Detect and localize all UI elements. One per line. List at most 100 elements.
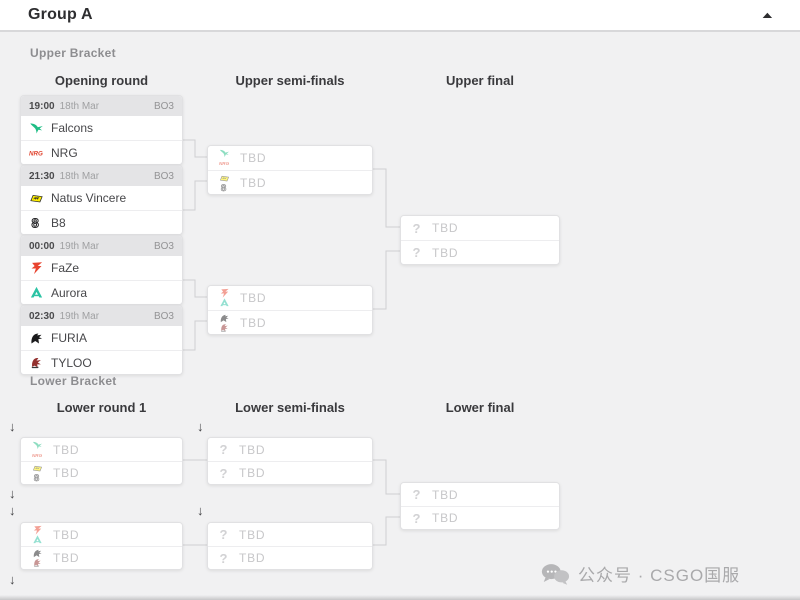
match-navi-b8[interactable]: 21:30 18th Mar BO3 Natus Vincere B8 — [20, 165, 183, 235]
match-faze-aurora[interactable]: 00:00 19th Mar BO3 FaZe Aurora — [20, 235, 183, 305]
bracket-slot[interactable]: ? TBD — [208, 523, 372, 546]
bracket-slot[interactable]: ? TBD — [208, 438, 372, 461]
aurora-logo — [32, 534, 43, 545]
possible-teams-icons — [29, 464, 45, 482]
question-icon: ? — [219, 527, 228, 542]
upper-bracket-label: Upper Bracket — [30, 46, 116, 60]
drop-down-arrow-icon: ↓ — [9, 419, 16, 434]
team-row-faze[interactable]: FaZe — [21, 256, 182, 280]
question-icon: ? — [412, 510, 421, 526]
bracket-slot[interactable]: TBD — [21, 461, 182, 484]
bracket-slot[interactable]: ? TBD — [401, 506, 559, 529]
group-header[interactable]: Group A ▲ — [0, 0, 800, 32]
match-format: BO3 — [153, 100, 174, 112]
question-icon: ? — [219, 550, 228, 566]
lower-semi-final-1[interactable]: ? TBD ? TBD — [207, 437, 373, 485]
bracket-slot[interactable]: TBD — [208, 146, 372, 170]
match-time: 02:30 — [29, 310, 55, 322]
group-title: Group A — [28, 6, 93, 23]
match-date: 19th Mar — [59, 240, 100, 252]
match-date: 18th Mar — [59, 100, 100, 112]
nrg-logo — [32, 449, 43, 460]
question-icon: ? — [412, 487, 421, 502]
match-header: 21:30 18th Mar BO3 — [21, 166, 182, 186]
team-name: FURIA — [51, 331, 87, 345]
lower-round1-match-1[interactable]: TBD TBD — [20, 437, 183, 485]
lower-bracket-label: Lower Bracket — [30, 374, 117, 388]
team-row-aurora[interactable]: Aurora — [21, 280, 182, 304]
bracket-slot[interactable]: TBD — [208, 286, 372, 310]
slot-team-label: TBD — [239, 466, 266, 480]
match-date: 19th Mar — [59, 310, 100, 322]
faze-logo — [29, 261, 44, 276]
match-falcons-nrg[interactable]: 19:00 18th Mar BO3 Falcons NRG — [20, 95, 183, 165]
team-name: B8 — [51, 215, 66, 230]
tyloo-logo — [219, 322, 230, 333]
slot-team-label: TBD — [240, 151, 267, 165]
slot-team-label: TBD — [432, 487, 459, 502]
bracket-slot[interactable]: TBD — [21, 523, 182, 546]
drop-down-arrow-icon: ↓ — [9, 503, 16, 518]
furia-logo — [29, 331, 44, 346]
tyloo-logo — [29, 355, 44, 370]
match-furia-tyloo[interactable]: 02:30 19th Mar BO3 FURIA TYLOO — [20, 305, 183, 375]
possible-teams-icons — [29, 526, 45, 544]
possible-teams-icons — [216, 149, 232, 167]
team-row-tyloo[interactable]: TYLOO — [21, 350, 182, 374]
team-row-furia[interactable]: FURIA — [21, 326, 182, 350]
drop-down-arrow-icon: ↓ — [9, 572, 16, 587]
team-name: TYLOO — [51, 355, 92, 370]
possible-teams-icons — [29, 441, 45, 459]
drop-down-arrow-icon: ↓ — [197, 503, 204, 518]
upper-semi-final-1[interactable]: TBD TBD — [207, 145, 373, 195]
navi-logo — [29, 191, 44, 206]
column-header-opening-round: Opening round — [54, 73, 149, 88]
team-row-falcons[interactable]: Falcons — [21, 116, 182, 140]
question-icon: ? — [412, 220, 421, 236]
nrg-logo — [29, 145, 44, 160]
bracket-slot[interactable]: TBD — [208, 310, 372, 334]
upper-semi-final-2[interactable]: TBD TBD — [207, 285, 373, 335]
slot-team-label: TBD — [240, 291, 267, 305]
bracket-slot[interactable]: TBD — [21, 438, 182, 461]
lower-round1-match-2[interactable]: TBD TBD — [20, 522, 183, 570]
team-name: Aurora — [51, 285, 88, 300]
team-row-b8[interactable]: B8 — [21, 210, 182, 234]
chat-bubbles-icon — [540, 562, 570, 585]
slot-team-label: TBD — [240, 175, 267, 190]
bracket-slot[interactable]: ? TBD — [401, 483, 559, 506]
bracket-slot[interactable]: TBD — [21, 546, 182, 569]
match-format: BO3 — [153, 240, 174, 252]
bracket-slot[interactable]: ? TBD — [208, 546, 372, 569]
bracket-slot[interactable]: ? TBD — [401, 216, 559, 240]
team-row-nrg[interactable]: NRG — [21, 140, 182, 164]
team-row-navi[interactable]: Natus Vincere — [21, 186, 182, 210]
b8-logo — [29, 215, 44, 230]
match-time: 00:00 — [29, 240, 55, 252]
watermark: 公众号 · CSGO国服 — [540, 561, 740, 586]
slot-team-label: TBD — [432, 221, 459, 235]
match-time: 19:00 — [29, 100, 55, 112]
bracket-slot[interactable]: ? TBD — [208, 461, 372, 484]
possible-teams-icons — [29, 549, 45, 567]
drop-down-arrow-icon: ↓ — [197, 419, 204, 434]
slot-team-label: TBD — [239, 527, 266, 542]
slot-team-label: TBD — [239, 551, 266, 565]
slot-team-label: TBD — [432, 245, 459, 260]
slot-team-label: TBD — [53, 442, 80, 457]
bracket-slot[interactable]: TBD — [208, 170, 372, 194]
column-header-lower-semi-finals: Lower semi-finals — [235, 400, 345, 415]
question-icon: ? — [219, 442, 228, 457]
lower-semi-final-2[interactable]: ? TBD ? TBD — [207, 522, 373, 570]
collapse-caret-icon[interactable]: ▲ — [759, 10, 776, 20]
slot-team-label: TBD — [53, 466, 80, 480]
drop-down-arrow-icon: ↓ — [9, 486, 16, 501]
slot-team-label: TBD — [53, 551, 80, 565]
match-date: 18th Mar — [59, 170, 100, 182]
match-format: BO3 — [153, 310, 174, 322]
upper-final[interactable]: ? TBD ? TBD — [400, 215, 560, 265]
falcons-logo — [29, 121, 44, 136]
bracket-slot[interactable]: ? TBD — [401, 240, 559, 264]
lower-final[interactable]: ? TBD ? TBD — [400, 482, 560, 530]
question-icon: ? — [412, 245, 421, 260]
